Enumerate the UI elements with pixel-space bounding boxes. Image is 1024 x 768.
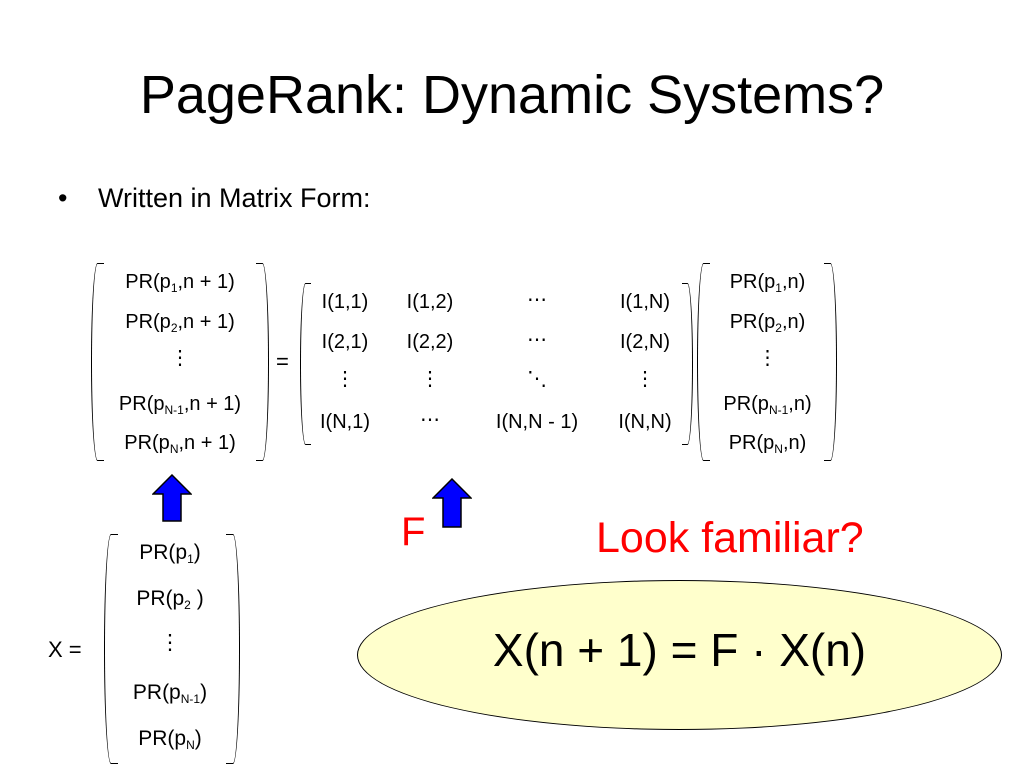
bullet-text: Written in Matrix Form: <box>98 183 371 213</box>
matrix-cell: I(N,1) <box>320 411 370 433</box>
lhs-row: PR(pN,n + 1) <box>124 432 236 456</box>
lhs-row: PR(p2,n + 1) <box>125 311 235 335</box>
x-vdots: ⋮ <box>159 631 181 654</box>
matrix-cell: I(1,1) <box>321 291 369 313</box>
x-row: PR(p2 ) <box>136 587 204 612</box>
lhs-right-paren <box>256 263 269 461</box>
equation-ellipse <box>357 580 1002 730</box>
matrix-cell: ⋯ <box>420 409 440 431</box>
x-row: PR(p1) <box>139 541 201 566</box>
rhs-row: PR(p2,n) <box>729 311 806 335</box>
matrix-cell: I(1,N) <box>620 291 670 313</box>
matrix-cell: I(2,1) <box>321 331 369 353</box>
matrix-cell: ⋮ <box>335 368 355 390</box>
matrix-cell: ⋯ <box>527 329 547 351</box>
rhs-right-paren <box>824 263 837 461</box>
rhs-left-paren <box>697 263 710 461</box>
x-right-paren <box>226 534 240 764</box>
matrix-cell: ⋮ <box>420 368 440 390</box>
rhs-vdots: ⋮ <box>757 347 778 369</box>
matrix-cell: I(2,N) <box>620 331 670 353</box>
dynamic-system-equation: X(n + 1) = F · X(n) <box>492 624 867 676</box>
look-familiar-text: Look familiar? <box>596 514 864 562</box>
lhs-left-paren <box>91 263 104 461</box>
bullet-item: • Written in Matrix Form: <box>58 178 371 218</box>
up-arrow-icon <box>152 474 192 522</box>
bullet-marker: • <box>58 183 68 213</box>
lhs-vdots: ⋮ <box>170 347 190 369</box>
matrix-cell: ⋮ <box>635 368 655 390</box>
rhs-row: PR(p1,n) <box>729 271 806 295</box>
matrix-cell: I(2,2) <box>406 331 454 353</box>
x-row: PR(pN-1) <box>132 681 208 706</box>
x-equals-label: X = <box>48 637 82 662</box>
matrix-cell: I(1,2) <box>406 291 454 313</box>
matrix-cell: I(N,N) <box>618 411 672 433</box>
up-arrow-icon <box>432 478 472 528</box>
slide-title: PageRank: Dynamic Systems? <box>139 65 885 125</box>
x-left-paren <box>104 534 118 764</box>
rhs-row: PR(pN,n) <box>728 432 807 456</box>
matrix-cell: ⋯ <box>527 289 547 311</box>
equals-sign: = <box>276 349 289 374</box>
matrix-right-paren <box>682 283 693 445</box>
matrix-cell: I(N,N - 1) <box>495 411 579 433</box>
rhs-row: PR(pN-1,n) <box>723 393 812 417</box>
x-row: PR(pN) <box>138 727 202 752</box>
lhs-row: PR(p1,n + 1) <box>125 271 235 295</box>
matrix-left-paren <box>300 283 311 445</box>
matrix-cell: ⋱ <box>527 368 547 390</box>
f-label: F <box>401 510 426 554</box>
lhs-row: PR(pN-1,n + 1) <box>118 393 242 417</box>
